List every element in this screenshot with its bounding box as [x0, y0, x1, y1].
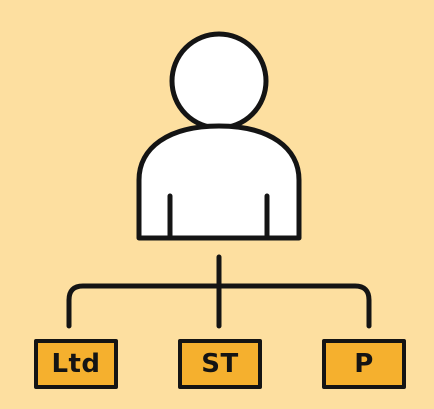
entity-label-ltd: Ltd: [51, 349, 101, 379]
connector-branch: [66, 283, 372, 329]
person-icon: [136, 31, 302, 241]
person-head: [169, 31, 269, 131]
entity-label-st: ST: [201, 349, 239, 379]
connector-lines: [66, 254, 372, 329]
person-torso: [136, 123, 302, 241]
entity-box-ltd: Ltd: [34, 339, 118, 389]
entity-label-p: P: [354, 349, 374, 379]
entity-box-p: P: [322, 339, 406, 389]
entity-box-st: ST: [178, 339, 262, 389]
